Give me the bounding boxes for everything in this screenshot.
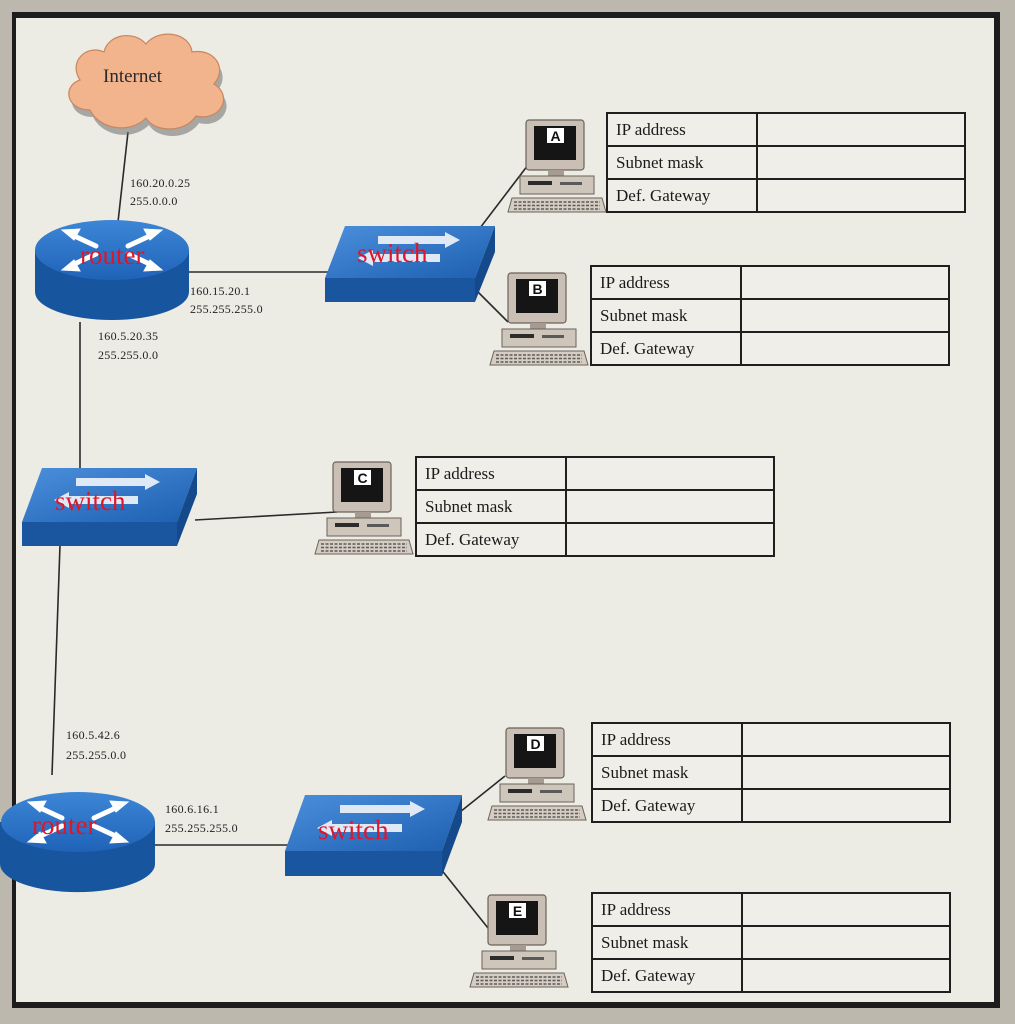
ip-label: IP address [590, 265, 742, 300]
gateway-label: Def. Gateway [590, 331, 742, 366]
pc-letter-label: D [530, 736, 540, 752]
link-internet-router1 [117, 131, 129, 223]
host-a-gateway-value[interactable] [756, 178, 966, 213]
router2-switch-mask: 255.255.255.0 [165, 821, 238, 835]
host-b-mask-value[interactable] [740, 298, 950, 333]
ip-label: IP address [415, 456, 567, 491]
gateway-label: Def. Gateway [591, 958, 743, 993]
pc-c-icon: C [314, 461, 414, 555]
router1-lan-mask: 255.255.0.0 [98, 348, 159, 362]
router1-switch-ip: 160.15.20.1 [190, 284, 251, 298]
gateway-label: Def. Gateway [415, 522, 567, 557]
mask-label: Subnet mask [591, 755, 743, 790]
host-e-ip-value[interactable] [741, 892, 951, 927]
pc-d-icon: D [487, 727, 587, 821]
router1-lan-ip: 160.5.20.35 [98, 329, 159, 343]
host-d-gateway-value[interactable] [741, 788, 951, 823]
mask-label: Subnet mask [591, 925, 743, 960]
link-switch3-pc-d [459, 775, 506, 813]
link-switch1-pc-a [479, 164, 529, 229]
host-c-config-table: IP address Subnet mask Def. Gateway [415, 456, 775, 557]
pc-letter-label: A [550, 128, 560, 144]
host-c-mask-value[interactable] [565, 489, 775, 524]
mask-label: Subnet mask [606, 145, 758, 180]
host-c-ip-value[interactable] [565, 456, 775, 491]
internet-cloud-shape [68, 33, 225, 130]
switch-2-icon [22, 468, 197, 546]
host-a-mask-value[interactable] [756, 145, 966, 180]
host-e-config-table: IP address Subnet mask Def. Gateway [591, 892, 951, 993]
router2-upstream-mask: 255.255.0.0 [66, 748, 127, 762]
link-switch2-pc-c [194, 511, 338, 521]
router-2-label: router [32, 810, 97, 840]
mask-label: Subnet mask [590, 298, 742, 333]
switch-2-label: switch [55, 486, 126, 516]
router2-switch-ip: 160.6.16.1 [165, 802, 219, 816]
pc-letter-label: C [357, 470, 367, 486]
switch-1-label: switch [357, 238, 428, 268]
pc-e-icon: E [469, 894, 569, 988]
host-c-gateway-value[interactable] [565, 522, 775, 557]
host-d-ip-value[interactable] [741, 722, 951, 757]
ip-label: IP address [591, 722, 743, 757]
host-b-config-table: IP address Subnet mask Def. Gateway [590, 265, 950, 366]
pc-b-icon: B [489, 272, 589, 366]
host-a-ip-value[interactable] [756, 112, 966, 147]
pc-a-icon: A [507, 119, 607, 213]
switch-3-icon [285, 795, 462, 876]
router1-upstream-mask: 255.0.0.0 [130, 194, 178, 208]
internet-label: Internet [103, 66, 163, 87]
router1-switch-mask: 255.255.255.0 [190, 302, 263, 316]
mask-label: Subnet mask [415, 489, 567, 524]
switch-1-icon [325, 226, 495, 302]
gateway-label: Def. Gateway [591, 788, 743, 823]
router2-upstream-ip: 160.5.42.6 [66, 728, 120, 742]
router-1-label: router [80, 240, 145, 270]
pc-letter-label: B [532, 281, 542, 297]
host-e-mask-value[interactable] [741, 925, 951, 960]
host-a-config-table: IP address Subnet mask Def. Gateway [606, 112, 966, 213]
host-d-mask-value[interactable] [741, 755, 951, 790]
switch-3-label: switch [318, 815, 389, 845]
router-1-icon [35, 220, 189, 320]
host-b-gateway-value[interactable] [740, 331, 950, 366]
link-switch2-router2 [51, 544, 61, 776]
host-e-gateway-value[interactable] [741, 958, 951, 993]
link-switch3-pc-e [439, 867, 489, 929]
host-d-config-table: IP address Subnet mask Def. Gateway [591, 722, 951, 823]
host-b-ip-value[interactable] [740, 265, 950, 300]
router1-upstream-ip: 160.20.0.25 [130, 176, 191, 190]
router-2-icon [0, 792, 155, 893]
ip-label: IP address [591, 892, 743, 927]
link-switch1-pc-b [475, 289, 509, 323]
gateway-label: Def. Gateway [606, 178, 758, 213]
links [51, 131, 529, 929]
ip-label: IP address [606, 112, 758, 147]
pc-letter-label: E [513, 903, 522, 919]
